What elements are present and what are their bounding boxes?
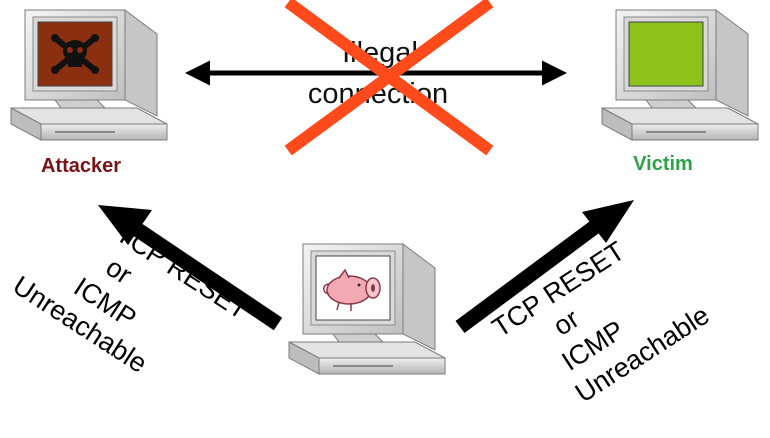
reset-arrow-to-attacker: [98, 205, 283, 331]
attacker-computer: [10, 9, 168, 141]
monitor-computer: [288, 243, 446, 375]
victim-computer: [601, 9, 759, 141]
skull-icon: [51, 34, 99, 74]
right-response-text: TCP RESET or ICMP Unreachable: [487, 236, 715, 409]
attacker-label: Attacker: [41, 155, 121, 177]
victim-label: Victim: [633, 153, 693, 175]
pig-icon: [323, 268, 381, 311]
blocked-cross-icon: [284, 0, 494, 156]
victim-screen: [628, 21, 704, 87]
left-response-text: TCP RESET or ICMP Unreachable: [8, 218, 254, 379]
reset-arrow-to-victim: [455, 200, 634, 334]
